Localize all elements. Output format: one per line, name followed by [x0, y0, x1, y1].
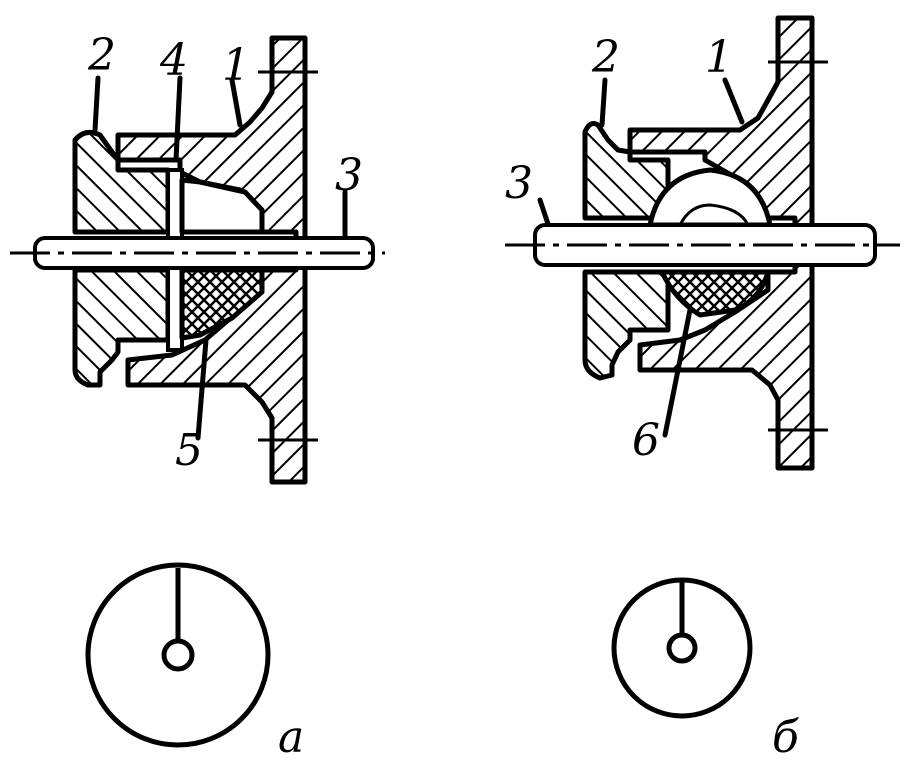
label-5-a: 5 [175, 425, 203, 476]
cover-part-2-lower [72, 267, 171, 388]
leader-6 [662, 307, 693, 438]
leader-2-b [599, 77, 608, 128]
label-3-b: 3 [505, 158, 533, 209]
caption-a: а [278, 712, 304, 763]
housing-part-1-b [627, 15, 815, 471]
cover-part-2-b [582, 121, 671, 221]
front-view-hole-a [161, 638, 195, 672]
leader-1-b [722, 77, 745, 125]
cavity-inner-b [678, 203, 750, 226]
front-view-circle-a [85, 562, 271, 748]
label-1-a: 1 [222, 40, 250, 91]
label-2-a: 2 [87, 30, 116, 81]
seal-part-6 [659, 269, 771, 318]
panel-b: 2 1 3 6 б [505, 15, 900, 763]
front-view-circle-b [611, 577, 753, 719]
label-1-b: 1 [705, 32, 733, 83]
leader-4 [173, 75, 183, 163]
panel-a: 2 4 1 3 5 а [10, 30, 385, 763]
leader-2 [92, 75, 101, 133]
leader-3-b [537, 197, 551, 227]
cover-part-2 [72, 129, 171, 235]
front-view-hole-b [666, 632, 698, 664]
label-6-b: 6 [632, 415, 660, 466]
label-4-a: 4 [159, 35, 188, 86]
label-3-a: 3 [335, 150, 363, 201]
cover-part-2-lower-b [582, 269, 671, 381]
leader-1 [229, 77, 243, 128]
cavity-b [647, 167, 773, 228]
cavity [179, 177, 265, 235]
label-2-b: 2 [591, 32, 620, 83]
caption-b: б [772, 712, 799, 763]
leader-5 [195, 337, 209, 441]
